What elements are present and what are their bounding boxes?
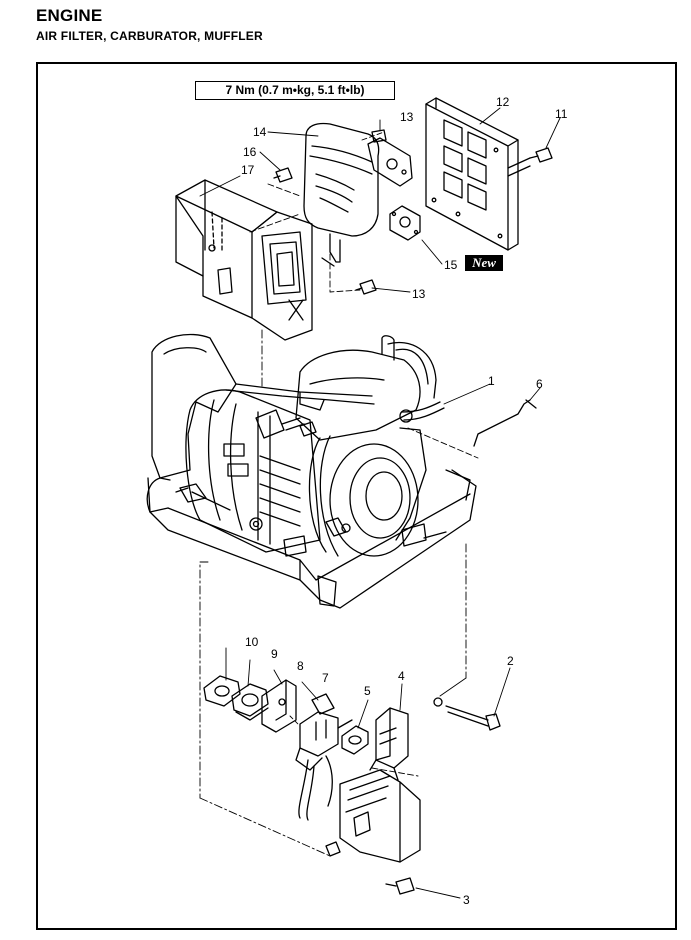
gasket-10 [203,675,241,707]
air-filter-case [175,179,313,341]
carburetor [295,693,353,821]
bolt-2 [433,697,501,731]
callout-4: 4 [398,669,405,683]
callout-6: 6 [536,377,543,391]
leader-lines-lower [225,647,511,899]
callout-2: 2 [507,654,514,668]
choke-rod [473,399,537,447]
callout-8: 8 [297,659,304,673]
callout-7: 7 [322,671,329,685]
leader-lines-middle [199,383,541,857]
air-intake-duct [325,707,421,863]
cover-bracket [367,137,413,187]
callout-15: 15 [444,258,458,272]
callout-3: 3 [463,893,470,907]
callout-17: 17 [241,163,255,177]
leader-lines-upper [199,107,561,387]
bolt-16 [273,167,293,183]
bolt-3 [385,877,415,895]
callout-5: 5 [364,684,371,698]
callout-13-upper: 13 [400,110,414,124]
callout-12: 12 [496,95,510,109]
callout-1: 1 [488,374,495,388]
callout-13-lower: 13 [412,287,426,301]
air-filter-cover [303,122,380,267]
torque-spec-box: 7 Nm (0.7 m•kg, 5.1 ft•lb) [195,81,395,100]
generator-engine [146,333,477,609]
bolt-13-lower [355,279,377,295]
callout-10: 10 [245,635,259,649]
callout-11: 11 [555,107,568,121]
diagram-frame [36,62,677,930]
page-title: ENGINE [36,6,103,25]
heat-shield-plate [425,97,531,251]
gasket-5 [341,725,369,755]
muffler-gasket [389,205,421,241]
callout-labels: 1 2 3 4 5 6 7 8 9 10 11 12 13 13 14 15 1… [241,95,568,907]
bolt-13-upper [371,129,387,143]
callout-9: 9 [271,647,278,661]
bolt-11 [529,147,553,163]
new-part-badge: New [465,255,503,271]
plate-8 [261,679,297,733]
page-subtitle: AIR FILTER, CARBURATOR, MUFFLER [36,29,263,43]
callout-14: 14 [253,125,267,139]
callout-16: 16 [243,145,257,159]
